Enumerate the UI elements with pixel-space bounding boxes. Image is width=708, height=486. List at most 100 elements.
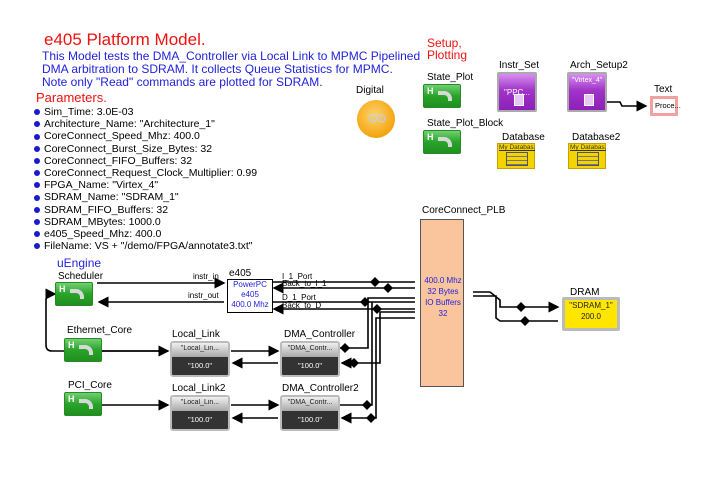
parameter-item[interactable]: SDRAM_Name: "SDRAM_1" [34,191,257,203]
e405-line: 400.0 Mhz [231,300,269,309]
dma-controller2-block[interactable]: "DMA_Contr... "100.0" [280,395,340,431]
dma-controller-block[interactable]: "DMA_Contr... "100.0" [280,341,340,377]
bullet-icon [34,170,40,177]
parameters-list: Sim_Time: 3.0E-03 Architecture_Name: "Ar… [34,106,257,252]
plb-info: 400.0 Mhz 32 Bytes IO Buffers 32 [417,275,469,319]
ethernet-core-block[interactable]: H [64,338,102,362]
e405-line: PowerPC [233,280,267,289]
parameter-text: CoreConnect_FIFO_Buffers: 32 [44,154,193,167]
dram-line: 200.0 [580,312,602,321]
gears-icon: ⚙⚙ [367,111,387,126]
dma-controller-rate: "100.0" [297,361,323,370]
bullet-icon [34,133,40,140]
document-icon [514,94,524,106]
hierarchy-h-icon: H [427,86,434,96]
parameter-text: SDRAM_MBytes: 1000.0 [44,215,161,228]
state-plot-block[interactable]: H [423,84,461,108]
scheduler-label: Scheduler [58,271,104,282]
curved-arrow-icon [79,399,93,409]
parameter-text: CoreConnect_Request_Clock_Multiplier: 0.… [44,167,258,180]
local-link2-value: "Local_Lin... [180,399,220,406]
database2-label: Database2 [572,132,621,143]
e405-label: e405 [229,268,252,279]
page-title: e405 Platform Model. [44,30,206,49]
parameter-item[interactable]: CoreConnect_Burst_Size_Bytes: 32 [34,143,257,155]
curved-arrow-icon [70,289,84,299]
back-to-i1-port-label: Back_to_I_1 [282,279,327,288]
local-link-block[interactable]: "Local_Lin... "100.0" [170,341,230,377]
curved-arrow-icon [438,137,452,147]
dma-controller2-value: "DMA_Contr... [287,399,333,406]
back-to-d-port-label: Back_to_D [282,301,322,310]
hierarchy-h-icon: H [68,394,75,404]
arch-setup2-value: "Virtex_4" [571,77,603,84]
parameter-text: FPGA_Name: "Virtex_4" [44,179,159,192]
digital-block[interactable]: ⚙⚙ [357,100,395,138]
text-block[interactable]: Proce... [650,96,681,116]
uengine-label: uEngine [57,256,102,270]
parameter-item[interactable]: e405_Speed_Mhz: 400.0 [34,228,257,240]
arch-setup2-label: Arch_Setup2 [570,60,628,71]
hierarchy-h-icon: H [59,284,66,294]
state-plot-block-block[interactable]: H [423,130,461,154]
parameter-text: FileName: VS + "/demo/FPGA/annotate3.txt… [44,240,253,253]
coreconnect-plb-label: CoreConnect_PLB [422,205,506,216]
dma-controller-value: "DMA_Contr... [287,345,333,352]
parameter-item[interactable]: CoreConnect_Request_Clock_Multiplier: 0.… [34,167,257,179]
local-link2-block[interactable]: "Local_Lin... "100.0" [170,395,230,431]
dma-controller2-label: DMA_Controller2 [282,383,359,394]
dram-label: DRAM [570,287,600,298]
description-line: DMA arbitration to SDRAM. It collects Qu… [42,62,393,76]
instr-set-block[interactable]: "PPC... [497,72,537,112]
state-plot-label: State_Plot [427,72,474,83]
ethernet-core-label: Ethernet_Core [67,325,133,336]
parameter-item[interactable]: CoreConnect_FIFO_Buffers: 32 [34,155,257,167]
e405-line: e405 [241,290,259,299]
bullet-icon [34,194,40,201]
hierarchy-h-icon: H [427,132,434,142]
dram-block[interactable]: "SDRAM_1" 200.0 [562,297,620,331]
bullet-icon [34,109,40,116]
scheduler-block[interactable]: H [55,282,93,306]
local-link-label: Local_Link [172,329,220,340]
arch-setup2-block[interactable]: "Virtex_4" [567,72,607,112]
d1-port-label: D_1_Port [282,293,316,302]
parameter-item[interactable]: Architecture_Name: "Architecture_1" [34,118,257,130]
plb-line: 32 Bytes [427,287,459,296]
document-icon [584,94,594,106]
i1-port-label: I_1_Port [282,272,313,281]
parameter-item[interactable]: FileName: VS + "/demo/FPGA/annotate3.txt… [34,240,257,252]
parameter-text: SDRAM_FIFO_Buffers: 32 [44,203,169,216]
coreconnect-plb-block[interactable]: 400.0 Mhz 32 Bytes IO Buffers 32 [420,219,464,387]
instr-in-port-label: instr_in [193,272,219,281]
plb-line: 32 [438,309,448,318]
instr-set-value: "PPC... [504,88,530,97]
pci-core-label: PCI_Core [68,380,112,391]
database2-block[interactable]: My Databas... [568,143,606,169]
database-block[interactable]: My Databas... [497,143,535,169]
model-description: This Model tests the DMA_Controller via … [42,50,420,89]
digital-label: Digital [356,85,384,96]
database-label: Database [502,132,545,143]
parameter-item[interactable]: Sim_Time: 3.0E-03 [34,106,257,118]
description-line: Note only "Read" commands are plotted fo… [42,75,323,89]
curved-arrow-icon [438,91,452,101]
parameter-text: CoreConnect_Burst_Size_Bytes: 32 [44,142,213,155]
dram-line: "SDRAM_1" [569,301,613,310]
description-line: This Model tests the DMA_Controller via … [42,49,421,63]
bullet-icon [34,182,40,189]
instr-out-port-label: instr_out [188,291,219,300]
pci-core-block[interactable]: H [64,392,102,416]
bullet-icon [34,157,40,164]
parameter-item[interactable]: FPGA_Name: "Virtex_4" [34,179,257,191]
e405-processor-block[interactable]: PowerPC e405 400.0 Mhz [227,279,273,313]
parameter-text: CoreConnect_Speed_Mhz: 400.0 [44,130,200,143]
database2-value: My Databas... [570,144,606,151]
text-label: Text [654,84,673,95]
parameter-item[interactable]: SDRAM_FIFO_Buffers: 32 [34,204,257,216]
parameter-item[interactable]: SDRAM_MBytes: 1000.0 [34,216,257,228]
instr-set-label: Instr_Set [499,60,540,71]
parameter-text: SDRAM_Name: "SDRAM_1" [44,191,179,204]
parameter-item[interactable]: CoreConnect_Speed_Mhz: 400.0 [34,130,257,142]
